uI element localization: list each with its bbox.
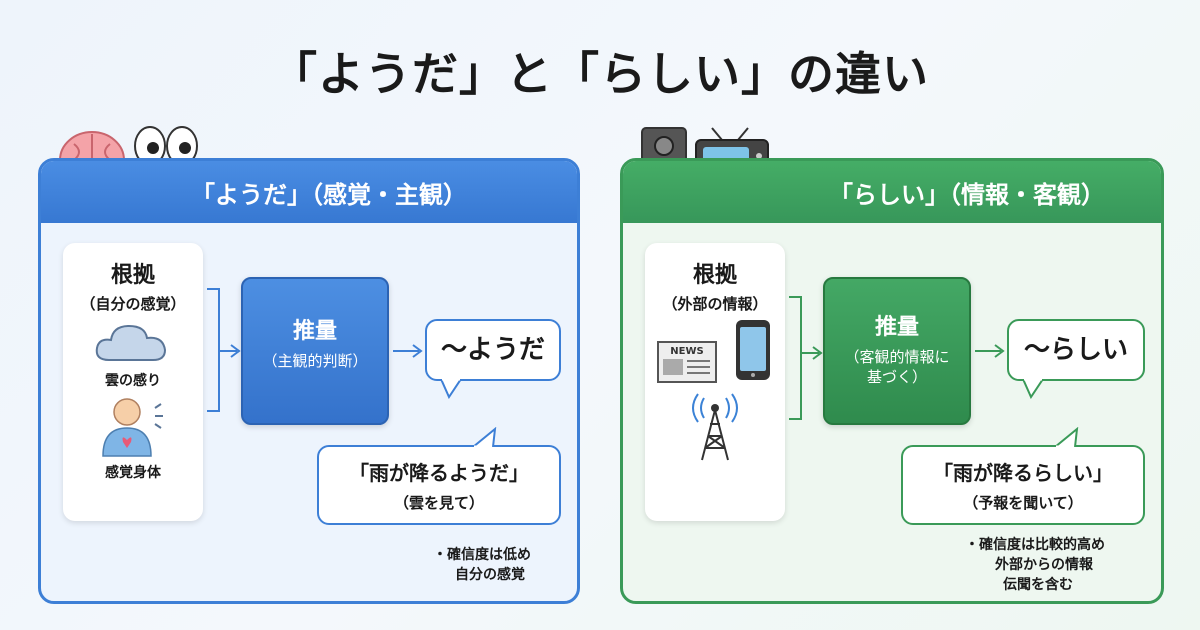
rashii-note-line: 伝聞を含む (1003, 577, 1073, 593)
youda-bracket-arrow (207, 288, 241, 412)
rashii-header: 「らしい」（情報・客観） (623, 161, 1161, 223)
newspaper-icon: NEWS (657, 341, 718, 383)
youda-evidence-item2: 感覚身体 (105, 465, 161, 481)
youda-header: 「ようだ」（感覚・主観） (41, 161, 577, 223)
page-title: 「ようだ」と「らしい」の違い (271, 47, 929, 101)
smartphone-icon (735, 320, 770, 380)
person-icon (102, 398, 163, 457)
rashii-inference-title: 推量 (874, 315, 919, 340)
youda-note-line: ・確信度は低め (433, 547, 531, 563)
rashii-example-main: 「雨が降るらしい」 (933, 461, 1113, 485)
rashii-example-sub: （予報を聞いて） (963, 494, 1083, 512)
youda-result-bubble: 〜ようだ (425, 319, 561, 381)
youda-inference-subtitle: （主観的判断） (262, 352, 368, 370)
youda-inference-box: 推量 （主観的判断） (241, 277, 389, 425)
youda-arrow (393, 344, 423, 358)
eyes-icon (134, 126, 198, 166)
cloud-icon (95, 324, 167, 361)
youda-panel: 「ようだ」（感覚・主観） 根拠 （自分の感覚） 雲の感り 感覚身体 推量 （主観… (38, 158, 580, 604)
youda-evidence-subtitle: （自分の感覚） (80, 295, 186, 313)
rashii-inference-subtitle-line: 基づく） (866, 368, 927, 386)
youda-evidence-item1: 雲の感り (105, 373, 161, 389)
rashii-note-line: 外部からの情報 (995, 557, 1093, 573)
youda-example-main: 「雨が降るようだ」 (349, 461, 529, 485)
news-label: NEWS (671, 346, 704, 357)
youda-inference-title: 推量 (292, 319, 337, 344)
rashii-inference-subtitle-line: （客観的情報に (844, 348, 950, 366)
rashii-evidence-subtitle: （外部の情報） (662, 295, 768, 313)
youda-evidence-title: 根拠 (110, 263, 155, 288)
rashii-note-line: ・確信度は比較的高め (965, 537, 1105, 553)
rashii-result-bubble: 〜らしい (1007, 319, 1145, 381)
rashii-inference-box: 推量 （客観的情報に 基づく） (823, 277, 971, 425)
youda-result-tail (440, 379, 462, 399)
youda-evidence-card: 根拠 （自分の感覚） 雲の感り 感覚身体 (63, 243, 203, 521)
youda-note: ・確信度は低め 自分の感覚 (433, 545, 531, 585)
antenna-icon (692, 393, 738, 461)
youda-example-bubble: 「雨が降るようだ」 （雲を見て） (317, 445, 561, 525)
rashii-example-tail (1054, 427, 1079, 447)
rashii-evidence-card: 根拠 （外部の情報） NEWS (645, 243, 785, 521)
rashii-arrow (975, 344, 1005, 358)
youda-note-line: 自分の感覚 (455, 567, 525, 583)
rashii-note: ・確信度は比較的高め 外部からの情報 伝聞を含む (965, 535, 1105, 595)
rashii-example-bubble: 「雨が降るらしい」 （予報を聞いて） (901, 445, 1145, 525)
rashii-panel: 「らしい」（情報・客観） 根拠 （外部の情報） NEWS 推量 (620, 158, 1164, 604)
rashii-evidence-title: 根拠 (692, 263, 737, 288)
rashii-result-tail (1022, 379, 1044, 399)
rashii-bracket-arrow (789, 296, 823, 420)
youda-example-sub: （雲を見て） (393, 494, 484, 512)
rashii-inference-subtitle: （客観的情報に 基づく） (825, 347, 969, 387)
youda-example-tail (472, 427, 497, 447)
